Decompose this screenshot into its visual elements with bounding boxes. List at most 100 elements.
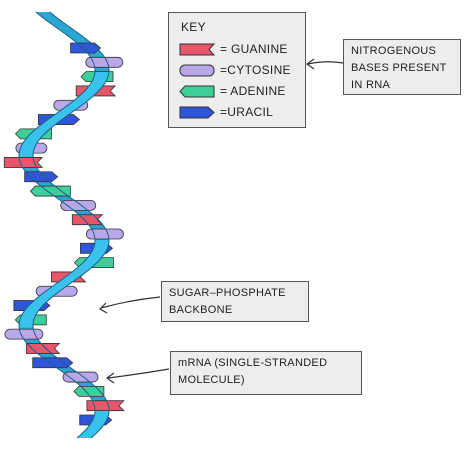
backbone-segment	[88, 225, 106, 229]
backbone-segment	[35, 12, 55, 16]
backbone-segment	[38, 354, 57, 358]
backbone-segment	[87, 84, 105, 88]
bases-callout-line-3: IN RNA	[351, 79, 391, 91]
bases-arrowhead	[305, 58, 315, 70]
backbone-segment	[94, 240, 109, 244]
backbone-segment	[35, 126, 54, 130]
backbone-segment	[42, 120, 62, 124]
backbone-segment	[25, 306, 43, 310]
backbone-segment	[34, 297, 53, 301]
backbone-segment	[68, 36, 87, 40]
backbone-segment	[39, 15, 59, 19]
key-label-cytosine: =CYTOSINE	[220, 62, 291, 77]
backbone-segment	[82, 90, 100, 94]
backbone-segment	[23, 168, 40, 172]
backbone-segment	[86, 255, 104, 259]
backbone-segment	[73, 267, 93, 271]
backbone-segment	[23, 138, 41, 142]
backbone-edge-right	[32, 11, 110, 439]
backbone-segment	[88, 54, 105, 58]
bases-callout: NITROGENOUS BASES PRESENT IN RNA	[343, 39, 461, 95]
backbone-arrowhead	[99, 302, 108, 314]
base-cytosine	[60, 199, 97, 211]
backbone-segment	[53, 282, 73, 286]
uracil-swatch-icon	[179, 106, 215, 118]
backbone-segment	[57, 279, 77, 283]
backbone-front	[18, 11, 110, 439]
base-uracil	[32, 357, 74, 369]
backbone-segment	[89, 252, 106, 256]
key-box: KEY = GUANINE =CYTOSINE = ADENINE =URACI…	[168, 12, 306, 128]
backbone-segment	[92, 246, 109, 250]
backbone-segment	[49, 285, 69, 289]
backbone-segment	[69, 270, 89, 274]
backbone-segment	[75, 96, 94, 100]
backbone-segment	[90, 81, 107, 85]
backbone-callout-line-2: BACKBONE	[169, 304, 233, 316]
backbone-segment	[72, 39, 91, 43]
base-guanine	[86, 400, 125, 412]
backbone-segment	[63, 105, 83, 109]
backbone-segment	[77, 435, 95, 438]
backbone-callout: SUGAR–PHOSPHATE BACKBONE	[161, 281, 309, 322]
mrna-arrow	[107, 368, 170, 379]
backbone-segment	[77, 264, 96, 268]
bases-callout-line-2: BASES PRESENT	[351, 62, 447, 74]
backbone-segment	[91, 249, 108, 253]
backbone-segment	[45, 288, 64, 292]
backbone-segment	[59, 30, 79, 34]
bases-arrow	[307, 61, 344, 65]
backbone-segment	[46, 117, 66, 121]
backbone-segment	[19, 321, 34, 325]
backbone-segment	[94, 243, 109, 247]
callout-arrows	[99, 58, 344, 384]
backbone-edge-left	[18, 11, 96, 439]
backbone-segment	[83, 429, 101, 433]
backbone-segment	[27, 303, 46, 307]
backbone-segment	[30, 300, 49, 304]
key-title: KEY	[181, 20, 206, 34]
backbone-segment	[85, 426, 103, 430]
key-row-uracil: =URACIL	[179, 102, 273, 122]
backbone-segment	[31, 129, 50, 133]
bases-callout-line-1: NITROGENOUS	[351, 45, 437, 57]
key-row-guanine: = GUANINE	[179, 39, 288, 59]
backbone-segment	[61, 276, 81, 280]
backbone-segment	[55, 27, 75, 31]
base-guanine	[3, 157, 44, 168]
backbone-segment	[73, 210, 92, 214]
backbone-segment	[94, 72, 109, 76]
backbone-callout-line-1: SUGAR–PHOSPHATE	[169, 287, 286, 299]
backbone-segment	[23, 309, 40, 313]
backbone-segment	[19, 324, 34, 328]
backbone-segment	[94, 411, 109, 415]
adenine-swatch-icon	[179, 85, 215, 97]
backbone-segment	[22, 141, 39, 145]
backbone-segment	[41, 291, 60, 295]
mrna-callout: mRNA (SINGLE-STRANDED MOLECULE)	[170, 351, 362, 395]
backbone-segment	[59, 108, 78, 112]
base-adenine	[73, 385, 105, 397]
backbone-segment	[37, 294, 56, 298]
guanine-swatch-icon	[179, 43, 215, 55]
backbone-segment	[50, 114, 70, 118]
backbone-segment	[89, 396, 106, 400]
nitrogenous-bases	[3, 42, 125, 426]
backbone-segment	[90, 420, 107, 424]
backbone-segment	[54, 111, 74, 115]
backbone-segment	[19, 150, 34, 154]
backbone-segment	[78, 93, 97, 97]
key-row-adenine: = ADENINE	[179, 81, 286, 101]
backbone-segment	[20, 144, 37, 148]
backbone-segment	[93, 75, 109, 79]
base-cytosine	[85, 56, 124, 68]
key-label-uracil: =URACIL	[220, 104, 274, 119]
backbone-segment	[93, 414, 109, 418]
mrna-callout-line-1: mRNA (SINGLE-STRANDED	[178, 357, 328, 369]
backbone-segment	[85, 87, 103, 91]
backbone-segment	[79, 432, 98, 436]
key-label-guanine: = GUANINE	[220, 41, 288, 56]
backbone-segment	[91, 78, 108, 82]
backbone-segment	[19, 147, 35, 151]
